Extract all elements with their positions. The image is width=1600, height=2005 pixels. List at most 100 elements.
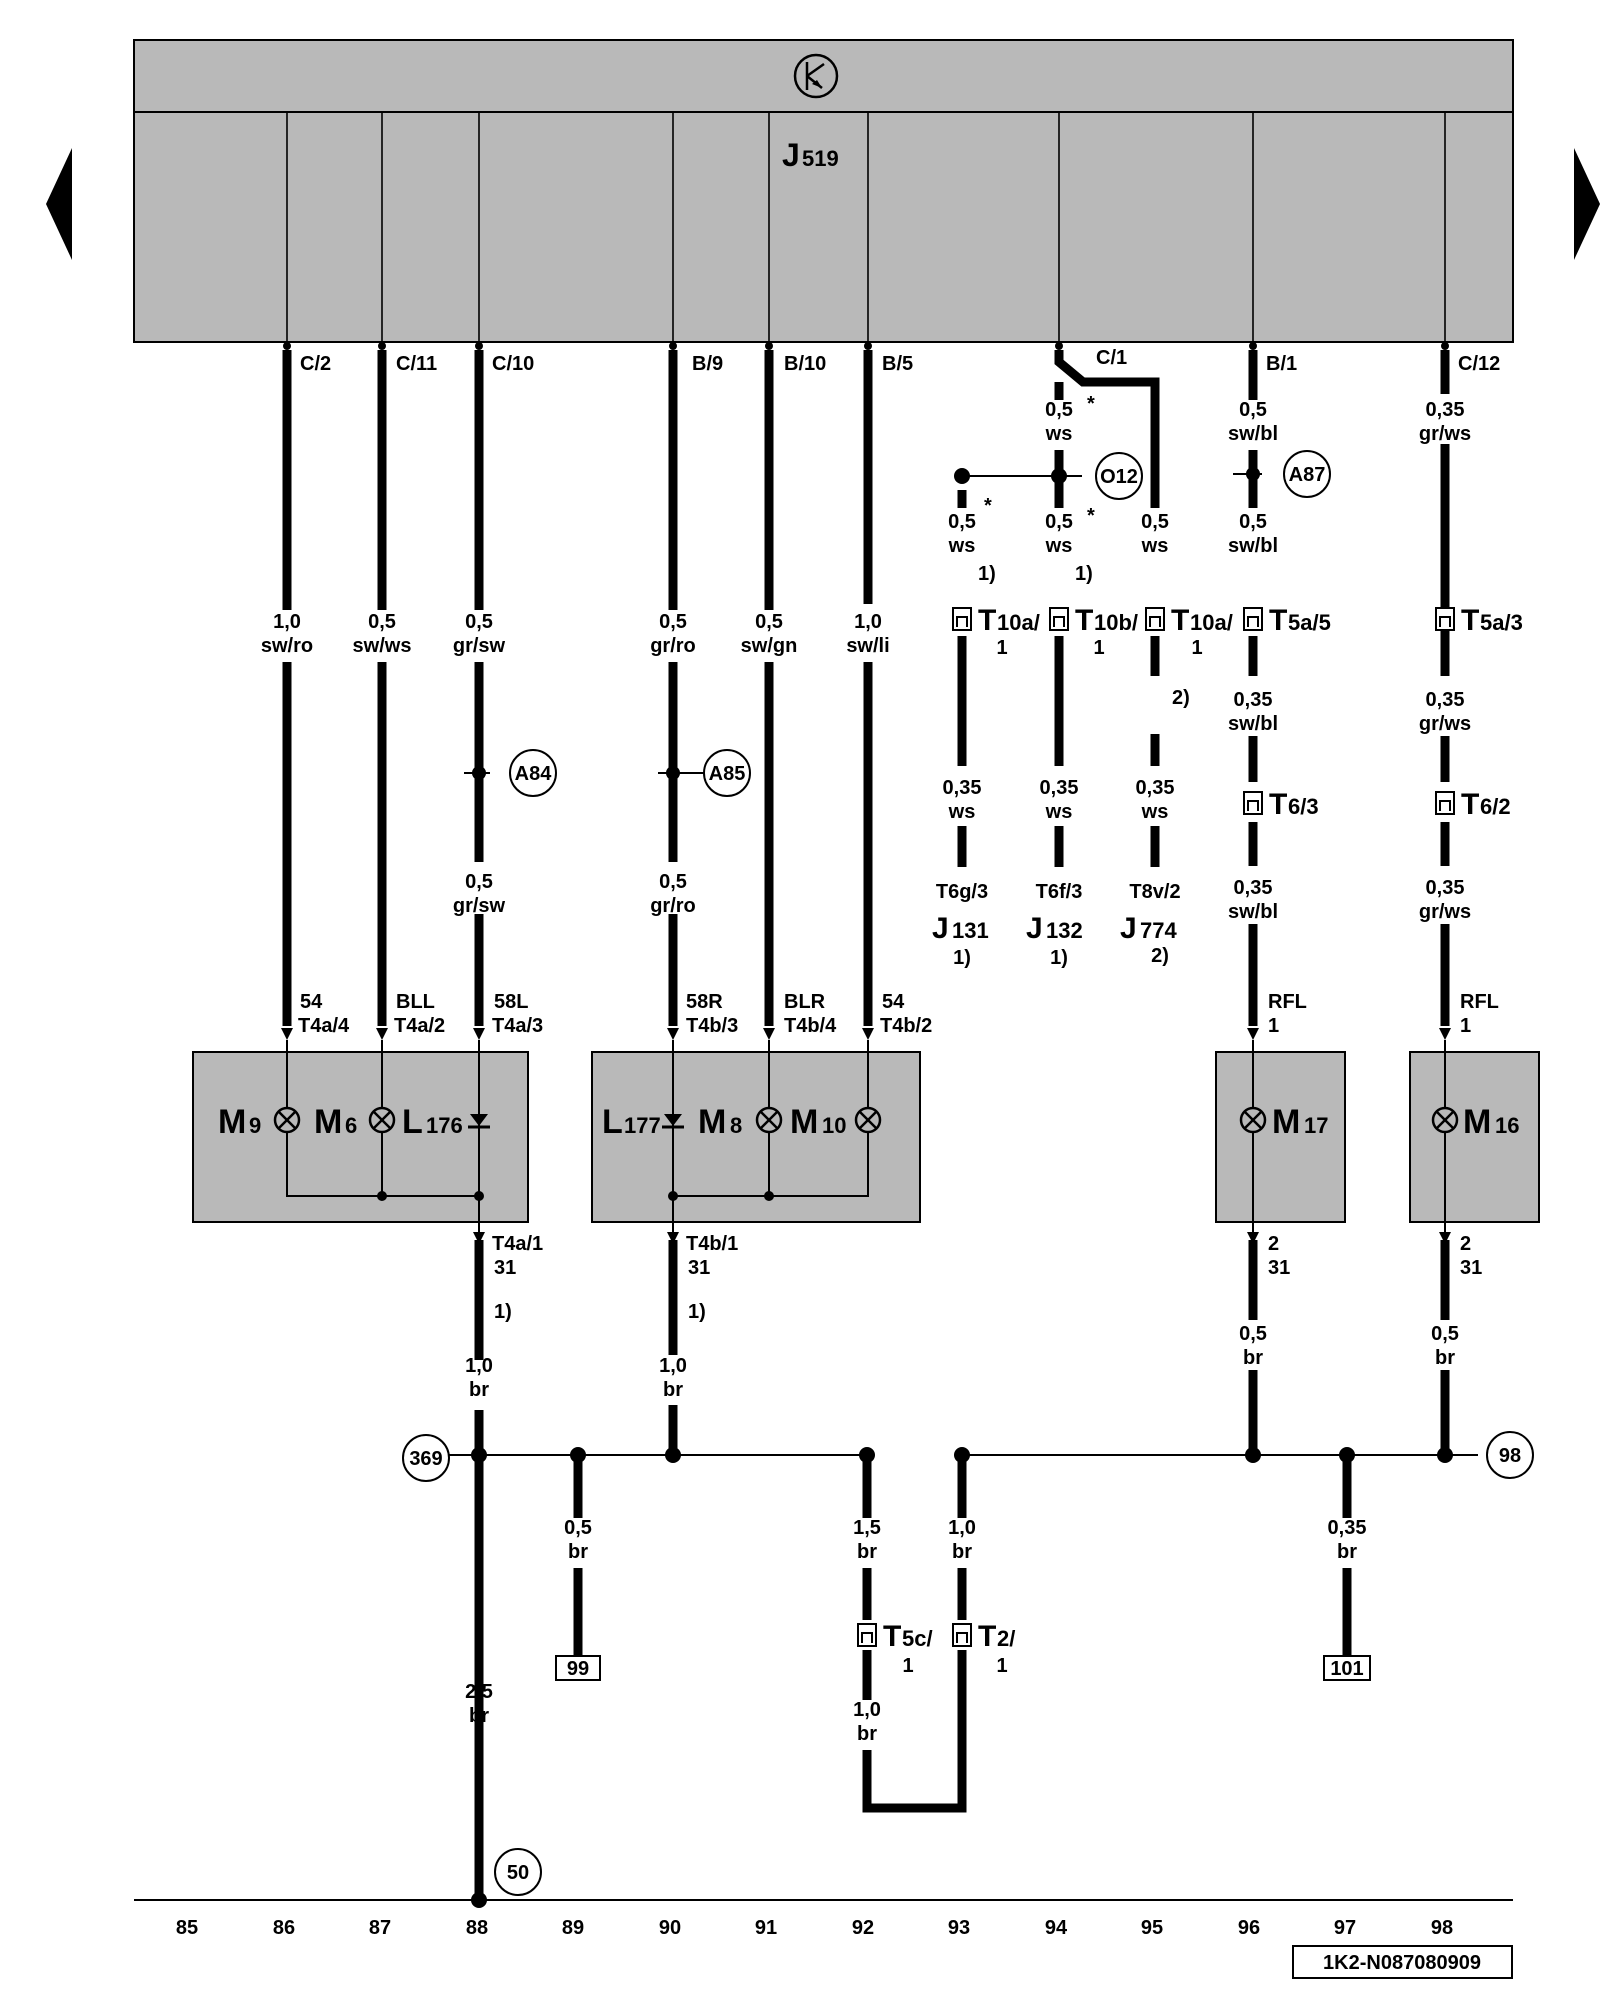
wire-gauge: 0,5: [1239, 1323, 1267, 1345]
connector-suffix: 6/2: [1480, 794, 1511, 819]
terminal-connector: T4b/2: [880, 1015, 932, 1037]
terminal-connector: T4b/3: [686, 1015, 738, 1037]
next-page-arrow-icon[interactable]: [1574, 148, 1600, 260]
scale-number: 92: [852, 1917, 874, 1939]
terminal-number: 31: [494, 1257, 516, 1279]
connector-suffix: 2/: [997, 1626, 1015, 1651]
internal-pin-lines: [286, 112, 1446, 342]
scale-number: 98: [1431, 1917, 1453, 1939]
wire-gauge: 0,35: [1426, 689, 1465, 711]
wire-gauge: 0,5: [564, 1517, 592, 1539]
component-letter: M: [790, 1103, 818, 1141]
wire-color: ws: [1045, 801, 1073, 823]
connector-t: T: [1171, 604, 1189, 637]
wire-color: br: [952, 1541, 972, 1563]
wire-gauge: 0,5: [1045, 399, 1073, 421]
wire-color: sw/li: [846, 635, 889, 657]
connector-t: T: [978, 1620, 996, 1653]
wires: [282, 350, 1450, 1895]
wire-color: br: [568, 1541, 588, 1563]
connector-label: T8v/2: [1129, 881, 1180, 903]
scale-number: 91: [755, 1917, 777, 1939]
wire-color: br: [857, 1723, 877, 1745]
asterisk: *: [1087, 505, 1095, 527]
terminal-arrows: [281, 1028, 1451, 1040]
component-number: 176: [426, 1113, 463, 1138]
pin-label: C/12: [1458, 353, 1500, 375]
footnote: 1): [953, 947, 971, 969]
terminal-function: BLR: [784, 991, 826, 1013]
asterisk: *: [1087, 393, 1095, 415]
component-number: 9: [249, 1113, 261, 1138]
wire-color: sw/ro: [261, 635, 313, 657]
wire-gauge: 0,5: [368, 611, 396, 633]
connector-t: T: [1075, 604, 1093, 637]
connector-suffix: 10a/: [1190, 610, 1233, 635]
ground-ref-369: 369: [409, 1448, 442, 1470]
scale-number: 86: [273, 1917, 295, 1939]
connector-pin: 1: [996, 637, 1007, 659]
wire-color: br: [1435, 1347, 1455, 1369]
scale-number: 85: [176, 1917, 198, 1939]
component-letter: M: [1463, 1103, 1491, 1141]
bulb-icon: [854, 1106, 882, 1134]
terminal-function: BLL: [396, 991, 435, 1013]
scale-number: 93: [948, 1917, 970, 1939]
wire-gauge: 0,5: [1431, 1323, 1459, 1345]
bottom-arrows: [473, 1232, 1451, 1244]
wire-color: gr/sw: [453, 635, 506, 657]
ground-ref-50: 50: [507, 1862, 529, 1884]
wire-color: ws: [1141, 535, 1169, 557]
pin-label: B/9: [692, 353, 723, 375]
wire-color: sw/bl: [1228, 901, 1278, 923]
wire-color: sw/bl: [1228, 423, 1278, 445]
connector-icon: [952, 607, 972, 631]
connector-label: T6f/3: [1036, 881, 1083, 903]
wire-gauge: 0,35: [1234, 689, 1273, 711]
footnote: 1): [1075, 563, 1093, 585]
component-letter: M: [314, 1103, 342, 1141]
wire-gauge: 1,0: [659, 1355, 687, 1377]
wire-gauge: 0,35: [1426, 877, 1465, 899]
control-unit-letter: J: [782, 137, 800, 173]
wire-gauge: 2,5: [465, 1681, 493, 1703]
wire-gauge: 0,5: [1141, 511, 1169, 533]
terminal-connector: T4a/4: [298, 1015, 350, 1037]
pin-label: C/2: [300, 353, 331, 375]
connector-pin: 1: [996, 1655, 1007, 1677]
connector-t: T: [1269, 788, 1287, 821]
cu-letter: J: [1026, 912, 1043, 945]
asterisk: *: [984, 495, 992, 517]
cu-letter: J: [932, 912, 949, 945]
pin-label: B/10: [784, 353, 826, 375]
wire-gauge: 1,0: [948, 1517, 976, 1539]
connector-icon: [1243, 791, 1263, 815]
lamp-m17: M 17: [1215, 1040, 1346, 1240]
wire-color: gr/ro: [650, 895, 696, 917]
wire-color: sw/ws: [353, 635, 412, 657]
footnote: 2): [1151, 945, 1169, 967]
wire-gauge: 0,5: [659, 871, 687, 893]
scale-number: 95: [1141, 1917, 1163, 1939]
footnote: 1): [978, 563, 996, 585]
terminal-connector: T4b/4: [784, 1015, 837, 1037]
scale-number: 96: [1238, 1917, 1260, 1939]
scale-number: 94: [1045, 1917, 1068, 1939]
scale-number: 89: [562, 1917, 584, 1939]
wire-gauge: 0,5: [659, 611, 687, 633]
connector-suffix: 10b/: [1094, 610, 1138, 635]
connector-t: T: [883, 1620, 901, 1653]
terminal-function: 54: [300, 991, 323, 1013]
previous-page-arrow-icon[interactable]: [46, 148, 72, 260]
connector-suffix: 5a/5: [1288, 610, 1331, 635]
bulb-icon: [1431, 1106, 1459, 1134]
wire-color: ws: [1045, 423, 1073, 445]
bulb-icon: [755, 1106, 783, 1134]
terminal-function: 58L: [494, 991, 528, 1013]
connector-icon: [1243, 607, 1263, 631]
wire-color: sw/bl: [1228, 535, 1278, 557]
connector-t: T: [978, 604, 996, 637]
connector-icon: [952, 1623, 972, 1647]
terminal-function: 54: [882, 991, 905, 1013]
